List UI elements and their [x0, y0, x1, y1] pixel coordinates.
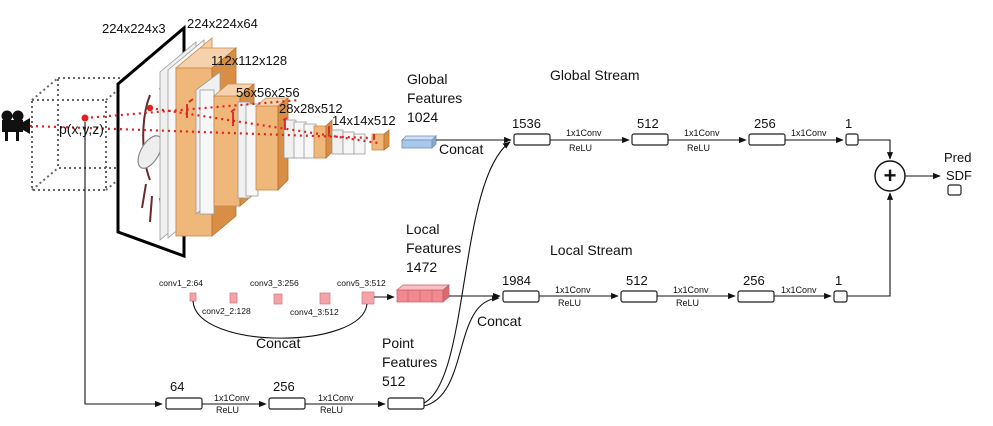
dim-input-label: 224x224x3: [102, 21, 166, 36]
local-size-1: 1984: [502, 273, 531, 288]
global-size-3: 256: [754, 116, 776, 131]
svg-text:Features: Features: [406, 240, 461, 256]
local-act-1: ReLU: [558, 298, 581, 308]
global-stream: [513, 133, 859, 146]
svg-text:512: 512: [382, 373, 406, 389]
global-concat-label: Concat: [439, 141, 483, 157]
camera-icon: [1, 110, 30, 141]
svg-text:1472: 1472: [406, 259, 437, 275]
conv3-block: [237, 97, 290, 199]
plus-icon: +: [884, 163, 897, 188]
global-size-4: 1: [845, 116, 852, 131]
dim-conv1-label: 224x224x64: [187, 16, 258, 31]
global-stream-title: Global Stream: [550, 67, 639, 83]
layer-conv3-label: conv3_3:256: [250, 278, 299, 288]
point-size-1: 64: [170, 379, 184, 394]
svg-text:Point: Point: [382, 335, 414, 351]
local-op-3: 1x1Conv: [781, 285, 817, 295]
local-size-2: 512: [626, 273, 648, 288]
global-size-1: 1536: [512, 116, 541, 131]
local-feature-concat-vector: [396, 284, 450, 303]
dim-conv2-label: 112x112x128: [211, 53, 287, 68]
query-point: [81, 114, 89, 122]
dim-conv4-label: 28x28x512: [279, 101, 343, 116]
point-act-2: ReLU: [320, 405, 343, 415]
conv4-block: [283, 119, 333, 159]
local-size-4: 1: [835, 273, 842, 288]
svg-text:Features: Features: [407, 90, 462, 106]
pred-sdf-output: Pred SDF: [944, 150, 972, 196]
dim-conv3-label: 56x56x256: [236, 85, 300, 100]
local-stream-title: Local Stream: [550, 242, 632, 258]
local-stream: [502, 290, 848, 303]
global-features-label: Global Features 1024: [407, 71, 462, 125]
global-op-1: 1x1Conv: [566, 128, 602, 138]
point-op-1: 1x1Conv: [214, 393, 250, 403]
svg-text:Global: Global: [407, 71, 447, 87]
svg-text:Local: Local: [406, 221, 439, 237]
vgg-encoder: [159, 37, 437, 241]
layer-conv5-label: conv5_3:512: [337, 278, 386, 288]
local-feature-cubes: [189, 284, 450, 339]
point-feature-curves: [423, 141, 511, 407]
local-act-2: ReLU: [676, 298, 699, 308]
local-layers-concat-label: Concat: [256, 335, 300, 351]
point-features-label: Point Features 512: [382, 335, 437, 389]
svg-text:Features: Features: [382, 354, 437, 370]
global-act-1: ReLU: [569, 143, 592, 153]
svg-text:SDF: SDF: [946, 168, 972, 183]
global-size-2: 512: [637, 116, 659, 131]
conv1-block: [159, 37, 238, 241]
sum-node: +: [847, 139, 941, 297]
global-op-3: 1x1Conv: [791, 128, 827, 138]
svg-text:Pred: Pred: [944, 150, 971, 165]
local-concat-label: Concat: [477, 313, 521, 329]
local-size-3: 256: [743, 273, 765, 288]
point-op-2: 1x1Conv: [318, 393, 354, 403]
layer-conv4-label: conv4_3:512: [290, 307, 339, 317]
query-volume-cube: [31, 77, 133, 191]
point-label: p(x,y,z): [59, 121, 104, 137]
global-feature-vector: [401, 135, 437, 149]
projection-ray: [29, 98, 379, 145]
local-features-label: Local Features 1472: [406, 221, 461, 275]
layer-conv1-label: conv1_2:64: [159, 278, 203, 288]
chair-seat: [137, 135, 163, 169]
conv5-block: [331, 129, 390, 155]
layer-conv2-label: conv2_2:128: [202, 306, 251, 316]
local-op-1: 1x1Conv: [555, 285, 591, 295]
global-act-2: ReLU: [687, 143, 710, 153]
svg-text:1024: 1024: [407, 109, 438, 125]
global-op-2: 1x1Conv: [684, 128, 720, 138]
point-act-1: ReLU: [216, 405, 239, 415]
point-stream: [84, 122, 425, 410]
local-op-2: 1x1Conv: [673, 285, 709, 295]
point-size-2: 256: [273, 379, 295, 394]
dim-conv5-label: 14x14x512: [332, 113, 396, 128]
